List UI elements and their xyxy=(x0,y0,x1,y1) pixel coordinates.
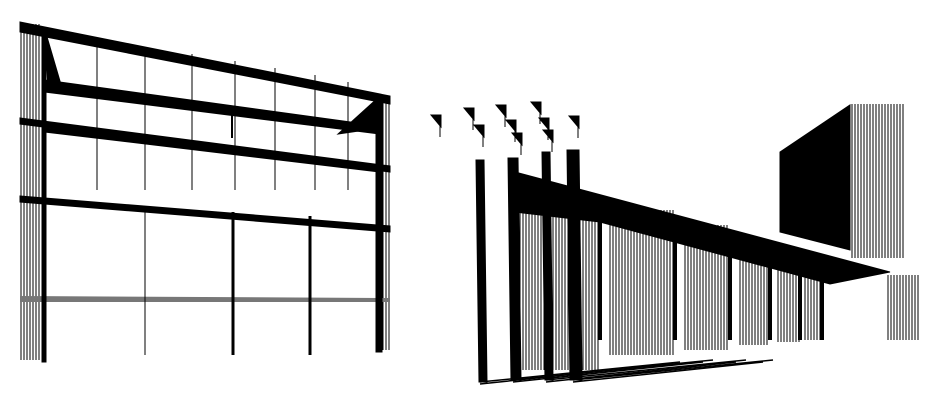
far-hatch xyxy=(887,275,919,340)
shadow-line xyxy=(479,361,681,383)
flag xyxy=(510,132,523,147)
left-pillar xyxy=(41,27,47,363)
shadow-line xyxy=(512,359,714,381)
flag xyxy=(541,129,554,144)
dark-block xyxy=(779,104,851,251)
ground-shadows xyxy=(479,359,774,385)
mullions xyxy=(96,40,349,355)
flag xyxy=(472,124,485,139)
columns xyxy=(475,149,583,383)
shadow-line xyxy=(545,361,737,383)
block-hatch xyxy=(851,104,904,258)
right-pillar xyxy=(375,95,383,353)
shadow-line xyxy=(572,361,764,383)
flags xyxy=(429,101,580,155)
left-facade xyxy=(19,21,391,363)
lower-band xyxy=(20,296,390,302)
left-hatch-column xyxy=(20,24,40,360)
right-colonnade xyxy=(429,101,919,385)
flag xyxy=(504,119,517,134)
flag xyxy=(567,115,580,130)
flag xyxy=(462,107,475,122)
floor-slab xyxy=(19,195,391,233)
flag xyxy=(494,104,507,119)
flag xyxy=(537,117,550,132)
flag xyxy=(429,114,442,129)
flag xyxy=(529,101,542,116)
shadow-line xyxy=(572,359,774,381)
shadow-line xyxy=(512,361,704,383)
top-beam xyxy=(19,21,391,105)
shadow-line xyxy=(545,359,747,381)
column xyxy=(566,149,583,381)
